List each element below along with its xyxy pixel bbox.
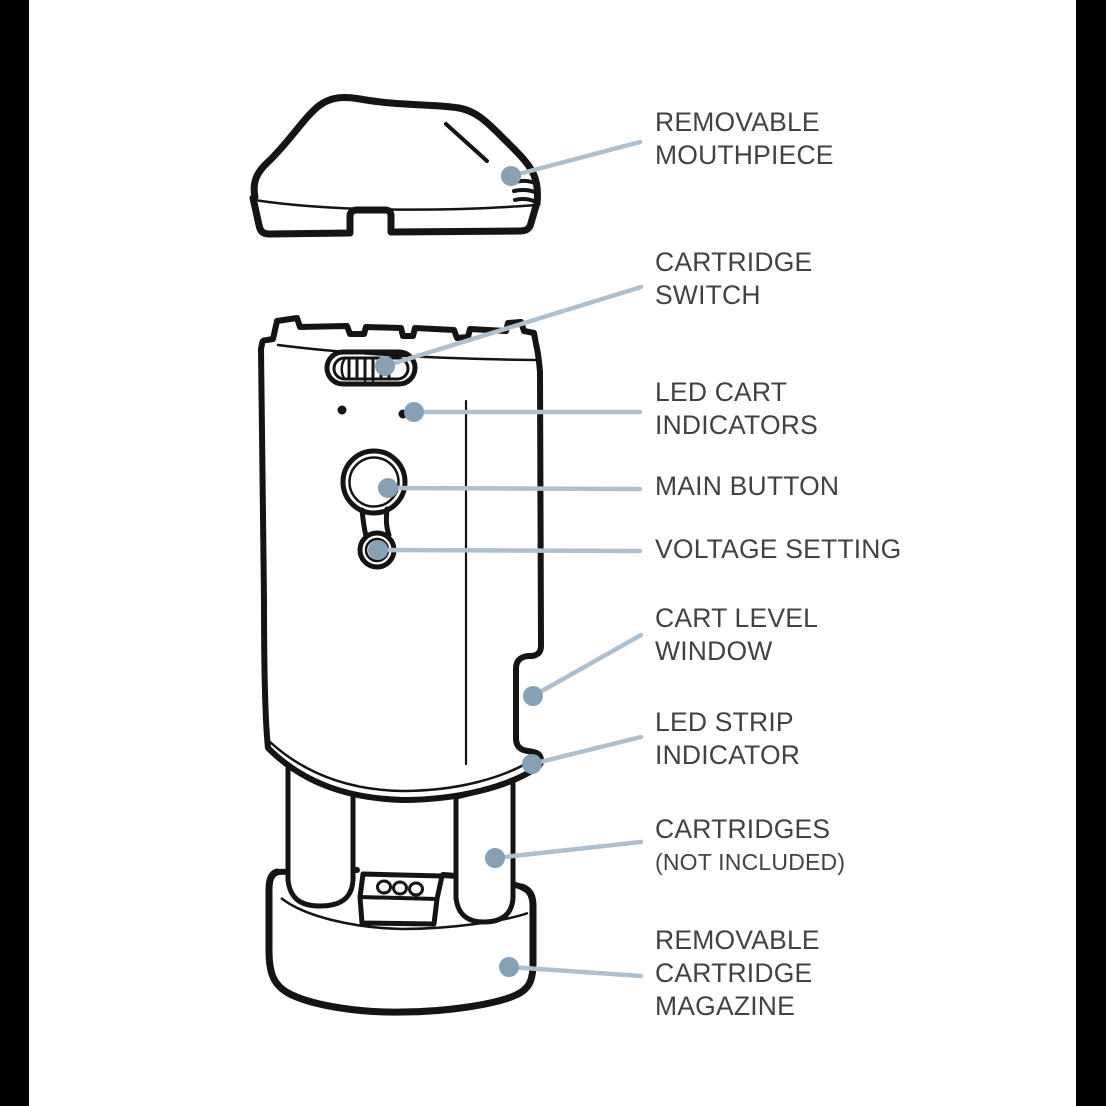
callout-dots — [368, 166, 543, 977]
label-line: CART LEVEL — [655, 603, 819, 633]
label-line: CARTRIDGE — [655, 958, 813, 988]
mouthpiece-accent-line — [444, 122, 489, 163]
label-voltage-setting: VOLTAGE SETTING — [655, 533, 901, 566]
label-main-button: MAIN BUTTON — [655, 470, 839, 503]
right-cartridge — [453, 773, 516, 925]
magazine-contact-block — [357, 871, 445, 927]
mouthpiece-drawing — [249, 93, 541, 238]
label-led-strip-indicator: LED STRIP INDICATOR — [655, 706, 800, 772]
magazine-front-rim — [280, 897, 529, 931]
label-line: VOLTAGE SETTING — [655, 534, 902, 564]
label-cart-level-window: CART LEVEL WINDOW — [655, 602, 818, 668]
label-line: LED STRIP — [655, 707, 794, 737]
label-subline: (NOT INCLUDED) — [655, 849, 846, 875]
label-line: INDICATOR — [655, 740, 801, 770]
label-line: CARTRIDGE — [655, 247, 813, 277]
label-line: INDICATORS — [655, 410, 818, 440]
contact-dots — [376, 879, 424, 897]
label-line: MOUTHPIECE — [655, 140, 834, 170]
right-edge-bar — [1076, 0, 1106, 1106]
label-line: LED CART — [655, 377, 788, 407]
left-edge-bar — [0, 0, 29, 1106]
label-line: MAIN BUTTON — [655, 471, 840, 501]
label-line: CARTRIDGES — [655, 814, 831, 844]
mouthpiece-grill-lines — [512, 178, 539, 204]
label-led-cart-indicators: LED CART INDICATORS — [655, 376, 818, 442]
leader-lines — [375, 139, 644, 979]
cartridge-switch-drawing — [324, 349, 418, 387]
label-cartridges: CARTRIDGES (NOT INCLUDED) — [655, 813, 845, 879]
label-line: REMOVABLE — [655, 107, 820, 137]
label-line: REMOVABLE — [655, 925, 820, 955]
label-line: WINDOW — [655, 636, 773, 666]
label-line: SWITCH — [655, 280, 761, 310]
label-line: MAGAZINE — [655, 991, 796, 1021]
label-removable-cartridge-magazine: REMOVABLE CARTRIDGE MAGAZINE — [655, 924, 820, 1023]
label-removable-mouthpiece: REMOVABLE MOUTHPIECE — [655, 106, 834, 172]
device-body-drawing — [258, 315, 544, 803]
label-cartridge-switch: CARTRIDGE SWITCH — [655, 246, 812, 312]
